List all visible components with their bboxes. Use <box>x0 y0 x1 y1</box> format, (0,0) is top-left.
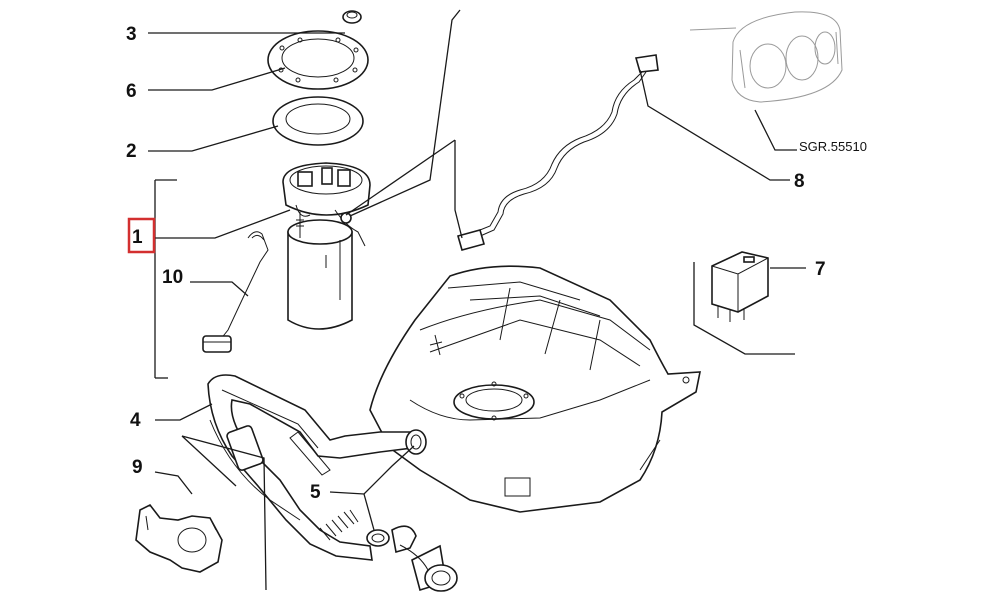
callout-1[interactable]: 1 <box>132 227 143 248</box>
leader-lines <box>148 9 806 591</box>
selected-callout-highlight <box>127 217 156 254</box>
part-10-level-sender[interactable] <box>202 231 269 353</box>
part-3-nut[interactable] <box>342 10 362 24</box>
part-5-hose-clamps[interactable] <box>366 429 427 547</box>
reference-label: SGR.55510 <box>799 139 867 154</box>
callout-9[interactable]: 9 <box>132 457 143 478</box>
callout-2[interactable]: 2 <box>126 141 137 162</box>
callout-5[interactable]: 5 <box>310 482 321 503</box>
part-1-fuel-pump-module[interactable] <box>282 162 371 330</box>
callout-6[interactable]: 6 <box>126 81 137 102</box>
callout-labels: 3 6 2 1 10 4 9 5 8 7 SGR.55510 <box>126 24 867 503</box>
callout-4[interactable]: 4 <box>130 410 141 431</box>
part-6-locking-ring[interactable] <box>267 30 369 90</box>
fuel-tank[interactable] <box>369 265 701 513</box>
part-8-wiring-harness[interactable] <box>457 54 659 251</box>
callout-10[interactable]: 10 <box>162 267 183 288</box>
instrument-cluster-sketch <box>731 11 843 103</box>
callout-3[interactable]: 3 <box>126 24 137 45</box>
filler-neck-cap[interactable] <box>391 525 458 592</box>
part-2-seal[interactable] <box>272 96 364 146</box>
callout-8[interactable]: 8 <box>794 171 805 192</box>
part-7-relay[interactable] <box>711 251 769 322</box>
part-9-bracket[interactable] <box>135 503 223 573</box>
callout-7[interactable]: 7 <box>815 259 826 280</box>
